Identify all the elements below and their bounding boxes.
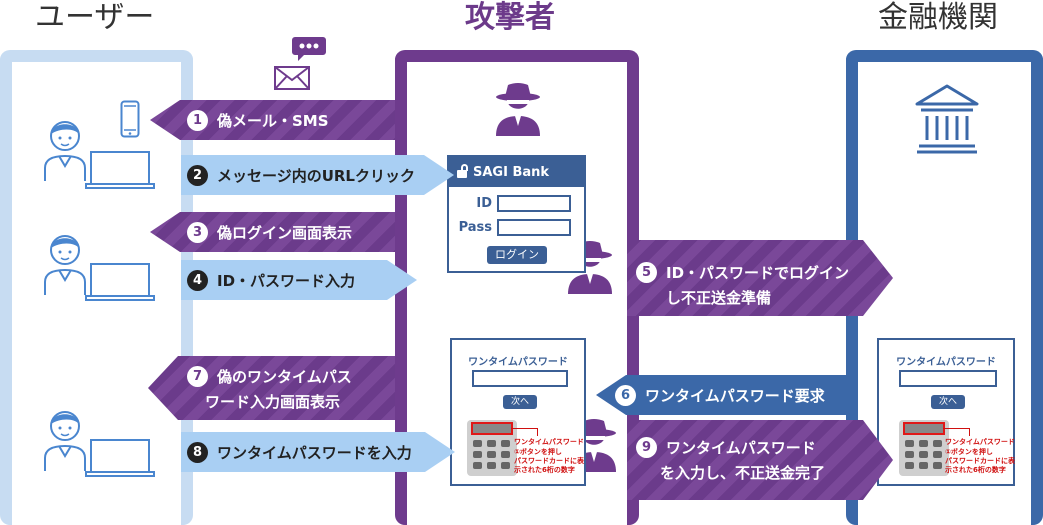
- step-5-line1: ID・パスワードでログイン: [666, 263, 850, 282]
- otp-title: ワンタイムパスワード: [468, 357, 568, 368]
- step-4-label: 4 ID・パスワード入力: [187, 270, 355, 291]
- step-4-arrow: [181, 260, 417, 300]
- step-2-label: 2 メッセージ内のURLクリック: [187, 165, 415, 186]
- attacker-column-title: 攻撃者: [465, 0, 555, 35]
- pass-row: Pass: [449, 219, 571, 236]
- fake-login-screen: SAGI Bank ID Pass ログイン: [447, 155, 586, 273]
- step-5-badge: 5: [636, 262, 657, 283]
- chat-bubble-icon: [292, 37, 326, 61]
- smartphone-icon: [120, 100, 140, 138]
- step-9-line1: ワンタイムパスワード: [666, 438, 816, 457]
- envelope-icon: [274, 66, 310, 90]
- laptop-icon: [85, 439, 155, 477]
- step-6-arrow: [596, 375, 858, 415]
- step-8-label: 8 ワンタイムパスワードを入力: [187, 442, 412, 463]
- step-5-arrow: [627, 240, 893, 316]
- step-1-label: 1 偽メール・SMS: [187, 110, 329, 131]
- bank-column-title: 金融機関: [878, 0, 998, 35]
- step-7-line2: ワード入力画面表示: [205, 393, 341, 411]
- otp-title: ワンタイムパスワード: [896, 357, 996, 368]
- otp-annotation-title: ワンタイムパスワード: [514, 438, 584, 446]
- user-column-title: ユーザー: [35, 0, 155, 35]
- bank-building-icon: [915, 84, 979, 154]
- otp-note-3: 示された6桁の数字: [514, 466, 575, 474]
- login-header: SAGI Bank: [449, 157, 584, 187]
- id-input[interactable]: [497, 195, 571, 212]
- otp-next-button[interactable]: 次へ: [503, 395, 537, 409]
- otp-note-1: ①ボタンを押し: [945, 448, 993, 456]
- step-9-arrow: [627, 420, 893, 500]
- id-label: ID: [476, 196, 492, 211]
- step-5-label: 5 ID・パスワードでログイン: [636, 262, 849, 283]
- step-7-label: 7 偽のワンタイムパス: [187, 366, 352, 387]
- step-6-text: ワンタイムパスワード要求: [645, 386, 825, 405]
- otp-input[interactable]: [472, 370, 568, 387]
- bank-name: SAGI Bank: [473, 164, 550, 180]
- step-2-text: メッセージ内のURLクリック: [217, 166, 415, 185]
- otp-next-button[interactable]: 次へ: [931, 395, 965, 409]
- pass-label: Pass: [458, 220, 492, 235]
- otp-input[interactable]: [899, 370, 997, 387]
- keypad-token-icon: [899, 420, 949, 476]
- bank-otp-screen: ワンタイムパスワード 次へ ワンタイムパスワード ①ボタンを押し パスワードカー…: [877, 338, 1015, 486]
- step-3-text: 偽ログイン画面表示: [217, 223, 353, 242]
- otp-note-3: 示された6桁の数字: [945, 466, 1006, 474]
- step-9-badge: 9: [636, 437, 657, 458]
- step-5-line2: し不正送金準備: [666, 289, 772, 307]
- user-person-icon: [44, 121, 86, 181]
- step-4-text: ID・パスワード入力: [217, 271, 356, 290]
- step-6-badge: 6: [615, 385, 636, 406]
- step-7-badge: 7: [187, 366, 208, 387]
- step-4-badge: 4: [187, 270, 208, 291]
- step-1-text: 偽メール・SMS: [217, 111, 329, 130]
- fake-otp-screen: ワンタイムパスワード 次へ ワンタイムパスワード ①ボタンを押し パスワードカー…: [450, 338, 586, 486]
- step-7-line1: 偽のワンタイムパス: [217, 367, 352, 386]
- step-3-badge: 3: [187, 222, 208, 243]
- step-6-label: 6 ワンタイムパスワード要求: [615, 385, 825, 406]
- keypad-token-icon: [467, 420, 517, 476]
- otp-note-2: パスワードカードに表: [945, 457, 1015, 465]
- step-2-badge: 2: [187, 165, 208, 186]
- step-9-label: 9 ワンタイムパスワード: [636, 437, 816, 458]
- step-2-arrow: [181, 155, 454, 195]
- login-button[interactable]: ログイン: [487, 246, 547, 264]
- step-3-label: 3 偽ログイン画面表示: [187, 222, 352, 243]
- otp-note-2: パスワードカードに表: [514, 457, 584, 465]
- hacker-icon: [496, 83, 540, 136]
- step-1-badge: 1: [187, 110, 208, 131]
- pass-input[interactable]: [497, 219, 571, 236]
- laptop-icon: [85, 263, 155, 301]
- step-7-arrow: [148, 356, 395, 420]
- step-8-badge: 8: [187, 442, 208, 463]
- step-8-arrow: [181, 432, 455, 472]
- padlock-icon: [457, 164, 468, 178]
- otp-note-1: ①ボタンを押し: [514, 448, 562, 456]
- user-person-icon: [44, 411, 86, 471]
- id-row: ID: [449, 195, 571, 212]
- user-person-icon: [44, 235, 86, 295]
- otp-annotation-title: ワンタイムパスワード: [945, 438, 1015, 446]
- step-8-text: ワンタイムパスワードを入力: [217, 443, 412, 462]
- step-9-line2: を入力し、不正送金完了: [660, 464, 826, 482]
- laptop-icon: [85, 151, 155, 189]
